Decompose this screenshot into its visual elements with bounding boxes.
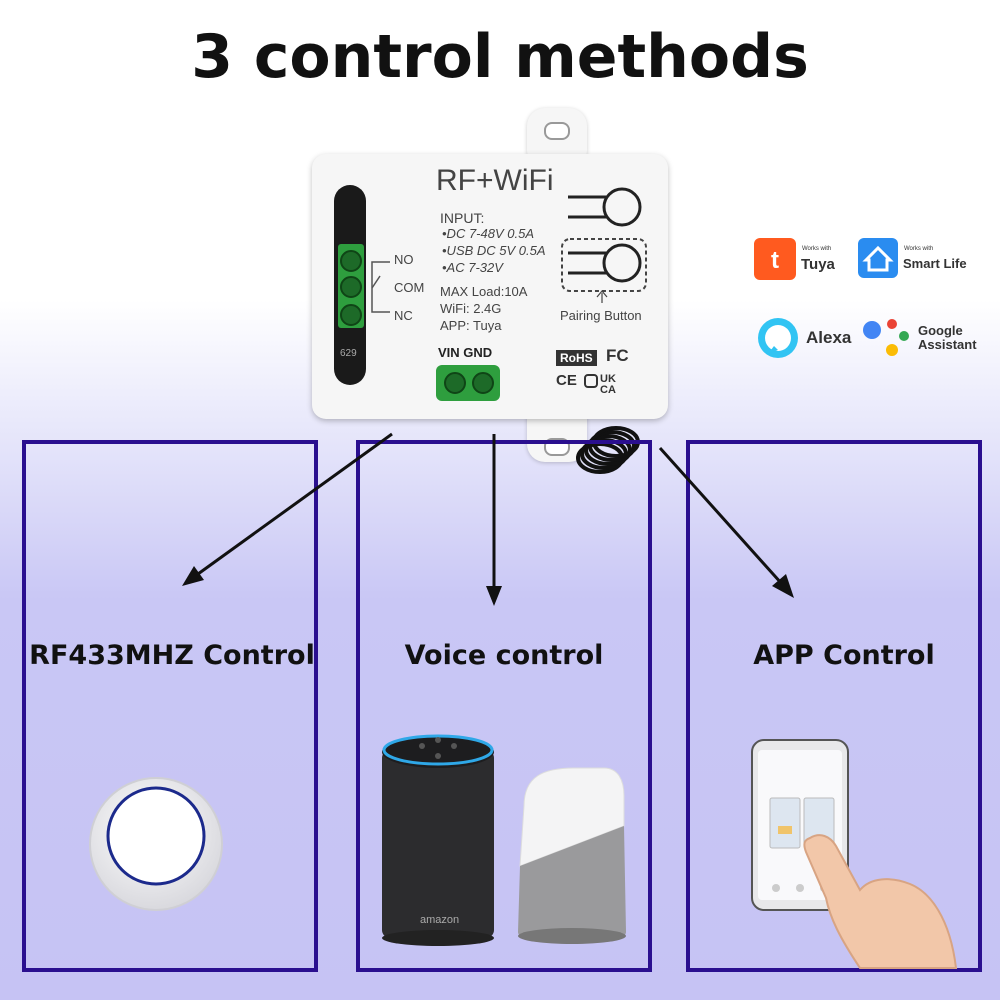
arrow-app xyxy=(658,446,784,586)
spec-app: APP: Tuya xyxy=(440,318,502,333)
smart-life-works-with: Works with xyxy=(904,246,934,252)
recycle-mark-icon xyxy=(584,374,598,388)
spec-max-load: MAX Load:10A xyxy=(440,284,528,299)
screw-com xyxy=(340,276,362,298)
panel-voice xyxy=(356,440,652,972)
terminal-code: 629 xyxy=(340,348,357,359)
google-home-speaker xyxy=(518,767,626,944)
svg-text:t: t xyxy=(771,247,779,274)
screw-nc xyxy=(340,304,362,326)
tuya-works-with: Works with xyxy=(802,246,832,252)
panel-app xyxy=(686,440,982,972)
smart-life-logo-icon xyxy=(858,238,898,278)
panel-label-rf433: RF433MHZ Control xyxy=(29,640,315,671)
screw-gnd xyxy=(472,372,494,394)
screw-vin xyxy=(444,372,466,394)
rf-wireless-button xyxy=(89,777,223,911)
arrowhead-app xyxy=(772,574,794,598)
smart-life-name: Smart Life xyxy=(903,256,967,271)
pointing-hand xyxy=(803,834,958,969)
device-name: RF+WiFi xyxy=(436,164,554,197)
rohs-mark: RoHS xyxy=(556,350,597,366)
relay-wiring-symbol xyxy=(371,261,390,313)
tuya-name: Tuya xyxy=(801,256,835,273)
input-ac: •AC 7-32V xyxy=(442,260,503,275)
alexa-name: Alexa xyxy=(806,328,852,347)
arrowhead-rf xyxy=(182,566,204,586)
panel-label-app: APP Control xyxy=(753,640,935,671)
terminal-label-no: NO xyxy=(394,252,414,267)
device-buttons-graphic xyxy=(561,187,647,303)
speaker-brand: amazon xyxy=(420,914,460,926)
panel-rf433 xyxy=(22,440,318,972)
terminal-label-nc: NC xyxy=(394,308,413,323)
panel-label-voice: Voice control xyxy=(404,640,604,671)
google-assistant-name: Google Assistant xyxy=(918,323,977,352)
input-usb: •USB DC 5V 0.5A xyxy=(442,243,546,258)
terminal-label-com: COM xyxy=(394,280,425,295)
alexa-logo-icon xyxy=(758,318,798,358)
arrowhead-voice xyxy=(486,586,502,606)
input-label: INPUT: xyxy=(440,210,485,226)
device-top-hole xyxy=(544,122,570,140)
fcc-mark: FC xyxy=(606,346,629,365)
screw-no xyxy=(340,250,362,272)
tuya-logo-icon: t xyxy=(754,238,796,280)
ukca-mark: UK CA xyxy=(600,373,616,396)
ce-mark: CE xyxy=(556,372,577,389)
google-assistant-logo-icon xyxy=(863,319,909,356)
pairing-button-label: Pairing Button xyxy=(560,308,642,323)
amazon-echo-speaker xyxy=(382,734,494,946)
spec-wifi: WiFi: 2.4G xyxy=(440,301,502,316)
arrow-rf xyxy=(197,432,393,576)
power-terminal-label: VIN GND xyxy=(438,345,493,360)
input-dc: •DC 7-48V 0.5A xyxy=(442,226,534,241)
page-title: 3 control methods xyxy=(191,22,809,92)
